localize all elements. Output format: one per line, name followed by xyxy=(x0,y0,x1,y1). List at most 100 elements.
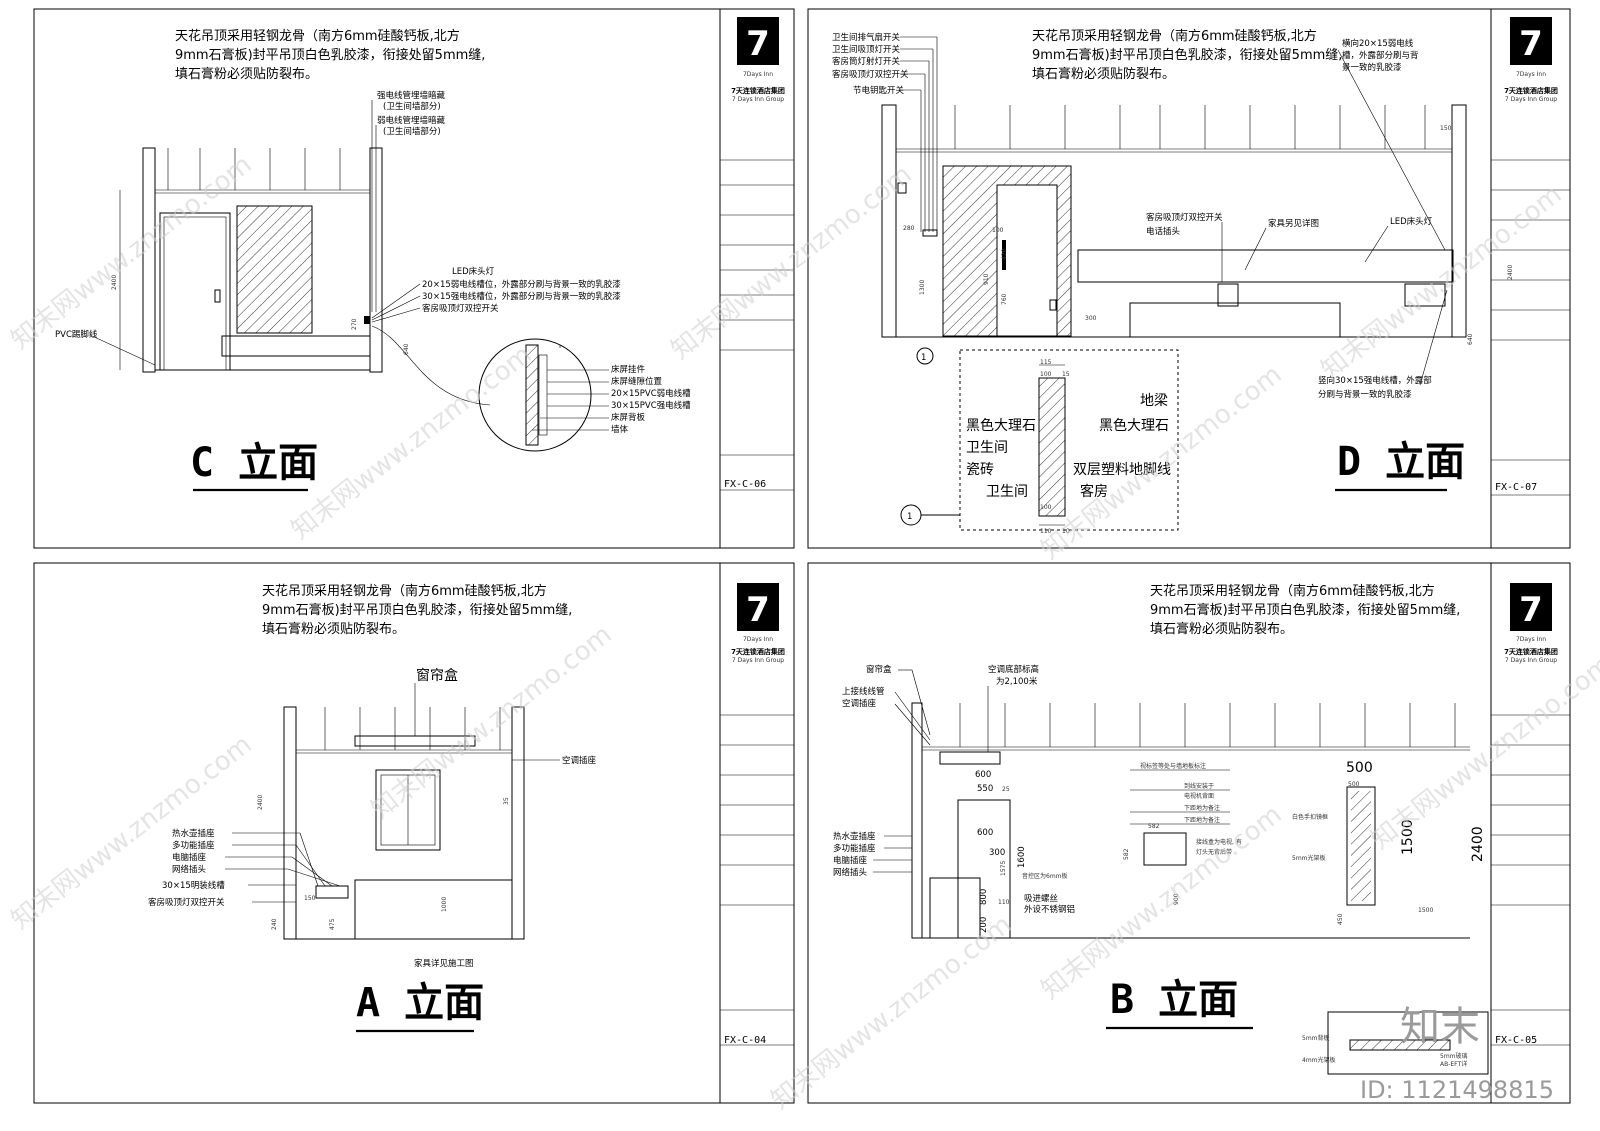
desk-a xyxy=(354,879,513,940)
svg-text:7: 7 xyxy=(746,24,770,64)
bed-c xyxy=(221,335,371,357)
svg-text:7天连锁酒店集团: 7天连锁酒店集团 xyxy=(731,647,785,656)
svg-text:200: 200 xyxy=(979,917,989,933)
svg-text:客房吸顶灯双控开关: 客房吸顶灯双控开关 xyxy=(422,303,499,314)
svg-text:20×15弱电线槽位，外露部分刷与背景一致的乳胶漆: 20×15弱电线槽位，外露部分刷与背景一致的乳胶漆 xyxy=(422,279,621,290)
svg-text:音控区为6mm板: 音控区为6mm板 xyxy=(1022,872,1068,880)
svg-text:2400: 2400 xyxy=(111,275,118,290)
svg-text:节电钥匙开关: 节电钥匙开关 xyxy=(853,85,905,96)
svg-text:家具详见施工图: 家具详见施工图 xyxy=(414,958,474,969)
logo-box-c: 7 7Days Inn 7天连锁酒店集团 7 Days Inn Group xyxy=(731,17,785,103)
svg-text:1000: 1000 xyxy=(441,897,448,912)
svg-text:7: 7 xyxy=(1519,24,1543,64)
svg-text:黑色大理石: 黑色大理石 xyxy=(1099,417,1169,434)
svg-text:床屏背板: 床屏背板 xyxy=(611,412,646,423)
svg-text:LED床头灯: LED床头灯 xyxy=(452,266,495,277)
svg-text:100: 100 xyxy=(1040,504,1052,511)
ceiling-hangers-c xyxy=(155,148,370,194)
detail-labels-b: 5mm背板 4mm光架板 5mm玻璃 AB-EFT详 xyxy=(1302,1034,1468,1068)
panel-d-elevation: 7 7Days Inn 7天连锁酒店集团 7 Days Inn Group FX… xyxy=(807,8,1571,549)
svg-text:1: 1 xyxy=(907,512,912,522)
svg-text:分刷与背景一致的乳胶漆: 分刷与背景一致的乳胶漆 xyxy=(1318,389,1412,400)
svg-text:窗帘盒: 窗帘盒 xyxy=(416,667,458,684)
svg-text:吸进螺丝: 吸进螺丝 xyxy=(1024,893,1059,904)
dims-b: 600 550 25 600 300 1575 1600 800 110 200… xyxy=(975,760,1486,933)
svg-text:卫生间: 卫生间 xyxy=(986,484,1028,500)
svg-text:下距地为备注: 下距地为备注 xyxy=(1184,804,1220,812)
logo-box-b: 7 7Days Inn 7天连锁酒店集团 7 Days Inn Group xyxy=(1504,583,1558,664)
svg-text:热水壶插座: 热水壶插座 xyxy=(833,831,876,842)
svg-text:多功能插座: 多功能插座 xyxy=(833,843,876,854)
headboard-d xyxy=(1077,249,1454,283)
svg-text:100: 100 xyxy=(1040,371,1052,378)
panel-c-elevation: 7 7Days Inn 7天连锁酒店集团 7 Days Inn Group FX… xyxy=(33,8,795,549)
svg-text:景一致的乳胶漆: 景一致的乳胶漆 xyxy=(1342,62,1402,73)
sheet-number-b: FX-C-05 xyxy=(1495,1035,1537,1046)
title-b: B 立面 xyxy=(1110,977,1238,1023)
svg-text:30×15明装线槽: 30×15明装线槽 xyxy=(162,880,225,891)
svg-text:灯头无背后带: 灯头无背后带 xyxy=(1196,848,1232,856)
svg-text:填石膏粉必须贴防裂布。: 填石膏粉必须贴防裂布。 xyxy=(175,66,318,82)
svg-text:7: 7 xyxy=(1519,590,1543,630)
svg-text:客房吸顶灯双控开关: 客房吸顶灯双控开关 xyxy=(148,897,225,908)
detail-labels-c: 床屏挂件 床屏缝隙位置 20×15PVC弱电线槽 30×15PVC强电线槽 床屏… xyxy=(532,364,691,435)
svg-text:热水壶插座: 热水壶插座 xyxy=(172,828,215,839)
dims-d: 2400 1300 280 150 640 300 100 420 760 91… xyxy=(903,125,1514,345)
ceiling-note-c: 天花吊顶采用轻钢龙骨（南方6mm硅酸钙板,北方 9mm石膏板)封平吊顶白色乳胶漆… xyxy=(175,28,485,82)
svg-text:25: 25 xyxy=(1002,786,1010,793)
svg-text:知末网www.znzmo.com: 知末网www.znzmo.com xyxy=(366,620,618,826)
ceiling-note-b: 天花吊顶采用轻钢龙骨（南方6mm硅酸钙板,北方 9mm石膏板)封平吊顶白色乳胶漆… xyxy=(1150,583,1460,637)
svg-text:下距地为备注: 下距地为备注 xyxy=(1184,816,1220,824)
svg-text:强电线管埋墙暗藏: 强电线管埋墙暗藏 xyxy=(377,90,446,101)
logo-box-a: 7 7Days Inn 7天连锁酒店集团 7 Days Inn Group xyxy=(731,583,785,664)
svg-text:知末网www.znzmo.com: 知末网www.znzmo.com xyxy=(1366,650,1600,856)
svg-text:知末网www.znzmo.com: 知末网www.znzmo.com xyxy=(1036,800,1288,1006)
svg-text:7天连锁酒店集团: 7天连锁酒店集团 xyxy=(731,86,785,95)
svg-text:7Days Inn: 7Days Inn xyxy=(1516,636,1546,643)
svg-text:空调底部标高: 空调底部标高 xyxy=(988,664,1039,675)
svg-text:30×15PVC强电线槽: 30×15PVC强电线槽 xyxy=(611,400,691,411)
svg-text:7Days Inn: 7Days Inn xyxy=(743,636,773,643)
svg-text:1600: 1600 xyxy=(1017,846,1027,868)
svg-text:知末网www.znzmo.com: 知末网www.znzmo.com xyxy=(1316,180,1568,386)
svg-text:9mm石膏板)封平吊顶白色乳胶漆，衔接处留5mm缝,: 9mm石膏板)封平吊顶白色乳胶漆，衔接处留5mm缝, xyxy=(1150,602,1460,618)
svg-text:2400: 2400 xyxy=(257,795,264,810)
svg-text:7 Days Inn Group: 7 Days Inn Group xyxy=(732,96,784,103)
svg-text:10: 10 xyxy=(1062,528,1070,535)
svg-text:卫生间: 卫生间 xyxy=(966,440,1008,456)
svg-text:地梁: 地梁 xyxy=(1140,393,1168,409)
svg-text:5mm背板: 5mm背板 xyxy=(1302,1034,1330,1042)
svg-text:知末网www.znzmo.com: 知末网www.znzmo.com xyxy=(6,150,258,356)
svg-text:7天连锁酒店集团: 7天连锁酒店集团 xyxy=(1504,647,1558,656)
labels-c: 强电线管埋墙暗藏 (卫生间墙部分) 弱电线管埋墙暗藏 (卫生间墙部分) LED床… xyxy=(55,90,621,366)
sheet-number-a: FX-C-04 xyxy=(724,1035,766,1046)
svg-text:知末网www.znzmo.com: 知末网www.znzmo.com xyxy=(766,910,1018,1116)
title-d: D 立面 xyxy=(1337,439,1465,485)
svg-text:420: 420 xyxy=(1001,248,1008,260)
outlet-labels-a: 热水壶插座 多功能插座 电脑插座 网络插头 30×15明装线槽 客房吸顶灯双控开… xyxy=(148,828,341,908)
corner-brand: 知末 xyxy=(1400,1004,1480,1050)
svg-text:582: 582 xyxy=(1123,848,1130,860)
svg-text:(卫生间墙部分): (卫生间墙部分) xyxy=(383,126,441,137)
svg-text:填石膏粉必须贴防裂布。: 填石膏粉必须贴防裂布。 xyxy=(1032,66,1175,82)
svg-text:7 Days Inn Group: 7 Days Inn Group xyxy=(1505,96,1557,103)
sheet-number-d: FX-C-07 xyxy=(1495,482,1537,493)
logo-box-d: 7 7Days Inn 7天连锁酒店集团 7 Days Inn Group xyxy=(1504,17,1558,103)
svg-text:640: 640 xyxy=(1467,333,1474,345)
svg-text:15: 15 xyxy=(1062,371,1070,378)
svg-text:上接线线管: 上接线线管 xyxy=(842,686,885,697)
bed-d xyxy=(1129,302,1341,338)
svg-text:20×15PVC弱电线槽: 20×15PVC弱电线槽 xyxy=(611,388,691,399)
svg-text:500: 500 xyxy=(1346,760,1373,776)
svg-text:600: 600 xyxy=(977,828,993,838)
svg-text:280: 280 xyxy=(903,225,915,232)
svg-text:9mm石膏板)封平吊顶白色乳胶漆，衔接处留5mm缝,: 9mm石膏板)封平吊顶白色乳胶漆，衔接处留5mm缝, xyxy=(1032,47,1342,63)
svg-text:电视机背面: 电视机背面 xyxy=(1184,792,1214,800)
svg-text:窗帘盒: 窗帘盒 xyxy=(866,664,892,675)
svg-text:115: 115 xyxy=(1040,359,1052,366)
svg-text:270: 270 xyxy=(351,318,358,330)
svg-text:1500: 1500 xyxy=(1400,819,1416,855)
svg-text:竖向30×15强电线槽，外露部: 竖向30×15强电线槽，外露部 xyxy=(1318,375,1432,386)
svg-text:30×15强电线槽位，外露部分刷与背景一致的乳胶漆: 30×15强电线槽位，外露部分刷与背景一致的乳胶漆 xyxy=(422,291,621,302)
svg-text:网络插头: 网络插头 xyxy=(833,867,868,878)
